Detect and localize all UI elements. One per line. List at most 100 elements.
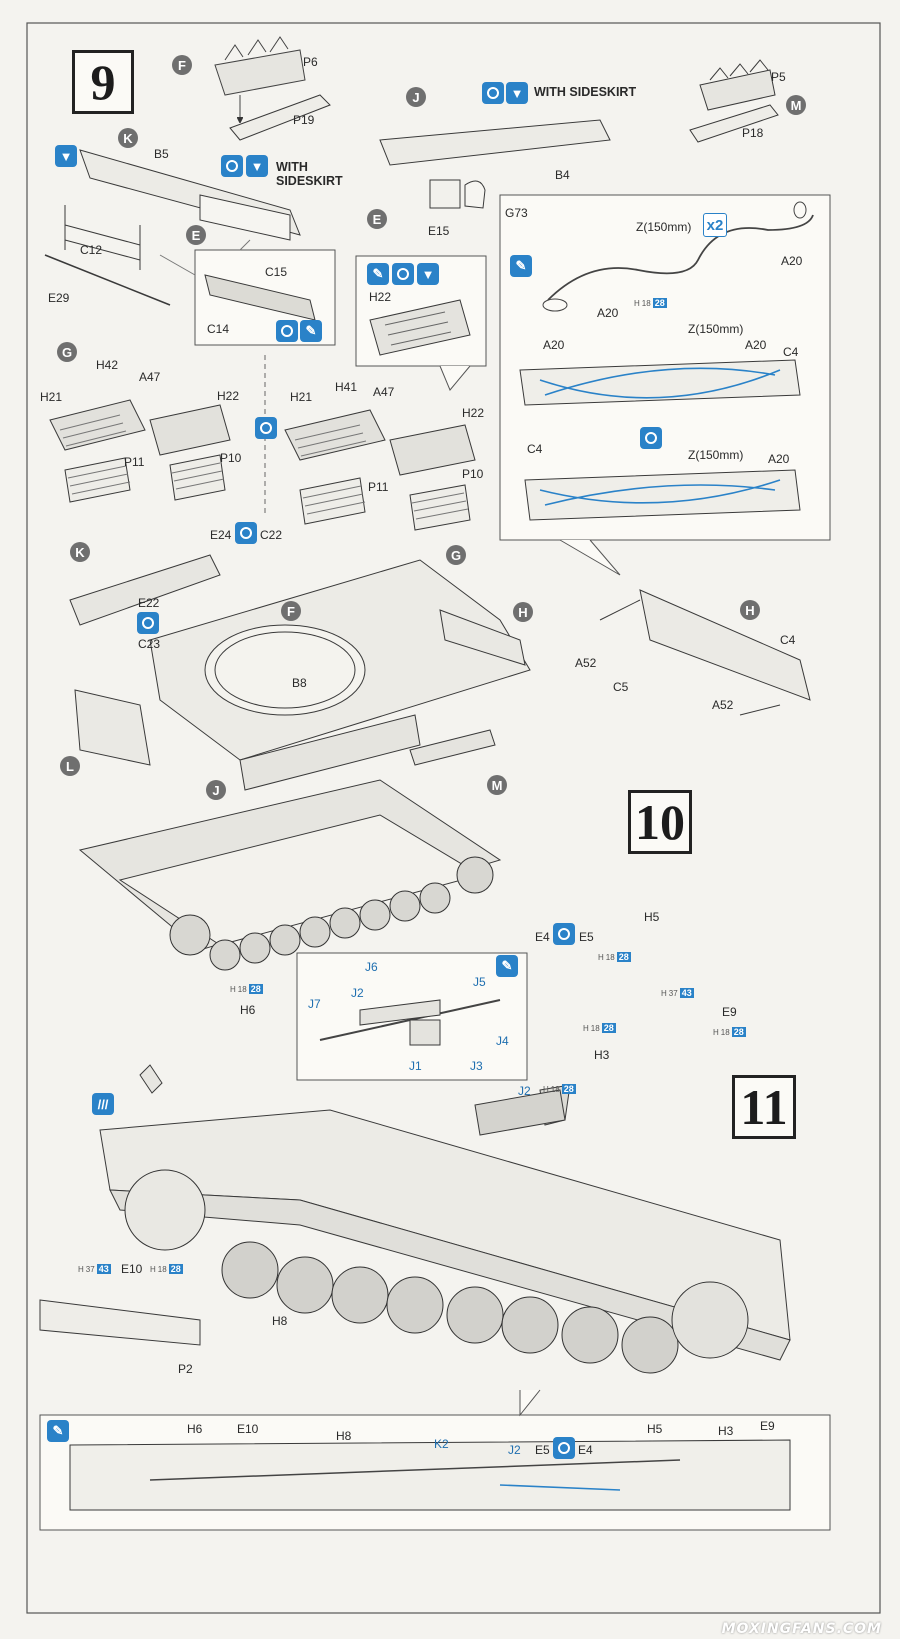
subassembly-j-top: J (406, 87, 426, 107)
subassembly-k-top: K (118, 128, 138, 148)
paint-icon-4: ✎ (496, 955, 518, 977)
part-label-a52-1: A52 (575, 656, 597, 670)
grille-h21-left (49, 399, 146, 503)
watermark: MOXINGFANS.COM (721, 1621, 882, 1637)
upper-hull-b8 (69, 554, 531, 791)
option-icon-2 (221, 155, 243, 177)
part-label-p11-left: P11 (124, 455, 145, 469)
subassembly-e-ref2: E (367, 209, 387, 229)
grille-h22-left (149, 404, 231, 501)
part-label-j3: J3 (470, 1059, 483, 1073)
option-icon-7 (235, 522, 257, 544)
part-label-e4: E4 (535, 930, 550, 944)
option-icon-8 (137, 612, 159, 634)
part-label-h22-left: H22 (217, 389, 240, 403)
inset-label-e4: E4 (578, 1443, 593, 1457)
part-label-a20-5: A20 (768, 452, 790, 466)
option-icon-5 (640, 427, 662, 449)
part-label-p10-right: P10 (462, 467, 484, 481)
part-label-j2: J2 (518, 1084, 531, 1098)
glue-icon-3: ▼ (246, 155, 268, 177)
fender-b5 (44, 149, 301, 306)
part-label-c4-1: C4 (783, 345, 799, 359)
full-hull-side (39, 1064, 791, 1374)
part-label-e22: E22 (138, 596, 160, 610)
part-label-j6: J6 (365, 960, 378, 974)
inset-label-e9: E9 (760, 1419, 775, 1433)
part-label-h22-inset: H22 (369, 290, 392, 304)
part-label-h3: H3 (594, 1048, 610, 1062)
subassembly-f-hull: F (281, 601, 301, 621)
part-label-a52-2: A52 (712, 698, 734, 712)
p18-bar (689, 104, 779, 143)
subassembly-h-side: H (740, 600, 760, 620)
part-label-e24: E24 (210, 528, 232, 542)
part-label-e10: E10 (121, 1262, 143, 1276)
part-label-p11-right: P11 (368, 480, 389, 494)
part-label-c12: C12 (80, 243, 103, 257)
part-label-a47-right: A47 (373, 385, 395, 399)
camo-icon: /// (92, 1093, 114, 1115)
part-label-a20-3: A20 (543, 338, 565, 352)
glue-icon-2: ▼ (55, 145, 77, 167)
part-label-z150-2: Z(150mm) (688, 322, 744, 336)
part-label-h22-right: H22 (462, 406, 485, 420)
grille-h21-right (284, 409, 386, 525)
subassembly-j-hull: J (206, 780, 226, 800)
subassembly-g-hull: G (446, 545, 466, 565)
part-label-h42: H42 (96, 358, 119, 372)
inset-label-h6: H6 (187, 1422, 203, 1436)
track-guard-p6 (214, 36, 306, 120)
part-label-a20-2: A20 (597, 306, 619, 320)
page-frame (26, 22, 881, 1614)
part-label-e15: E15 (428, 224, 450, 238)
paint-icon-1: ✎ (300, 320, 322, 342)
glue-icon-1: ▼ (506, 82, 528, 104)
part-label-z150-1: Z(150mm) (636, 220, 692, 234)
step-number-10: 10 (628, 790, 692, 854)
inset-label-j2: J2 (508, 1443, 521, 1457)
part-label-j4: J4 (496, 1034, 509, 1048)
part-label-p18: P18 (742, 126, 764, 140)
part-label-p10-left: P10 (220, 451, 242, 465)
option-icon-6 (255, 417, 277, 439)
part-label-e29: E29 (48, 291, 70, 305)
track-guard-p5 (699, 59, 776, 111)
step-number-11: 11 (732, 1075, 796, 1139)
part-label-c14: C14 (207, 322, 230, 336)
multiplier-x2: x2 (703, 213, 727, 237)
subassembly-h-hull: H (513, 602, 533, 622)
inset-label-h5: H5 (647, 1422, 663, 1436)
p19-bar (229, 94, 331, 141)
tow-cable-inset (499, 194, 831, 576)
part-label-c4-h: C4 (780, 633, 796, 647)
part-label-c5: C5 (613, 680, 629, 694)
part-label-p5: P5 (771, 70, 786, 84)
option-icon-1 (482, 82, 504, 104)
note-with-sideskirt-b5: WITH SIDESKIRT (276, 160, 343, 188)
fender-b4 (379, 119, 611, 209)
part-label-j1: J1 (409, 1059, 422, 1073)
subassembly-l: L (60, 756, 80, 776)
part-label-h6: H6 (240, 1003, 256, 1017)
lower-hull (78, 779, 502, 971)
inset-label-e5: E5 (535, 1443, 550, 1457)
option-icon-3 (276, 320, 298, 342)
part-label-j2-inset: J2 (351, 986, 364, 1000)
part-label-p6: P6 (303, 55, 318, 69)
subassembly-k-hull: K (70, 542, 90, 562)
paint-icon-2: ✎ (367, 263, 389, 285)
part-label-c23: C23 (138, 637, 161, 651)
inset-label-h3: H3 (718, 1424, 734, 1438)
grille-h22-right (389, 424, 476, 531)
inset-label-h8: H8 (336, 1429, 352, 1443)
subassembly-m-hull: M (487, 775, 507, 795)
option-icon-9 (553, 923, 575, 945)
subassembly-m-top: M (786, 95, 806, 115)
